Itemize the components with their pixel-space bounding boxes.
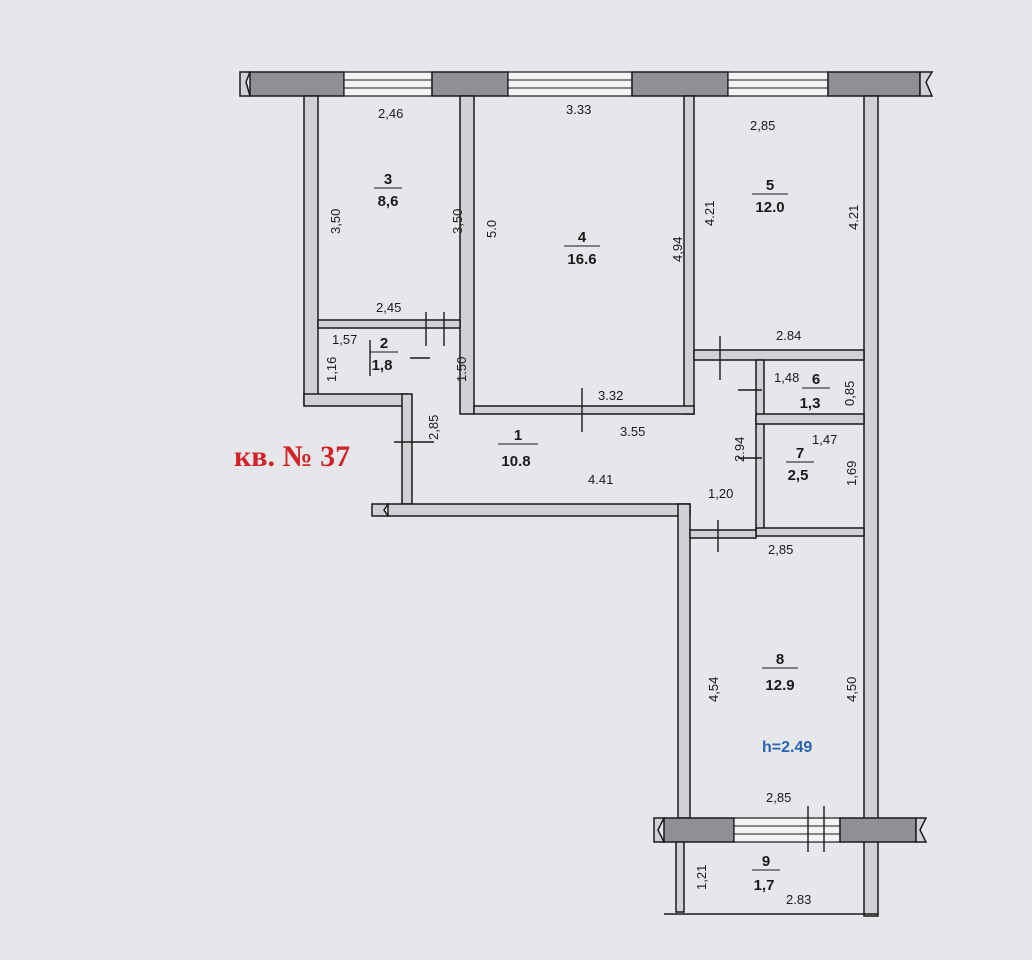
corridor-walls: [371, 503, 757, 819]
room-1-area: 10.8: [501, 453, 530, 470]
room-2-number: 2: [380, 335, 388, 352]
dim-r5-bottom: 2.84: [776, 328, 801, 343]
dim-r1-right: 2.94: [732, 437, 747, 462]
room-2-area: 1,8: [372, 357, 393, 374]
dim-r7-top: 1,47: [812, 432, 837, 447]
room-9-number: 9: [762, 853, 770, 870]
ceiling-height: h=2.49: [762, 739, 812, 756]
dim-r3-right: 3,50: [450, 209, 465, 234]
dim-r3-left: 3,50: [328, 209, 343, 234]
dim-r9-left: 1,21: [694, 865, 709, 890]
wall-3-2: [317, 319, 461, 329]
dim-corridor-width: 1,20: [708, 486, 733, 501]
dim-r8-right: 4,50: [844, 677, 859, 702]
room-7-area: 2,5: [788, 467, 809, 484]
right-exterior-wall: [863, 95, 879, 917]
dim-r7-right: 1,69: [844, 461, 859, 486]
dim-r2-right: 1.50: [454, 357, 469, 382]
wall-3-4: [459, 95, 475, 415]
room-5-number: 5: [766, 177, 774, 194]
dim-r4-right: 4,94: [670, 237, 685, 262]
dim-r5-right: 4.21: [846, 205, 861, 230]
room-7-number: 7: [796, 445, 804, 462]
dimension-labels: 2,46 3,50 3,50 2,45 3.33 5.0 4,94 3.32 2…: [324, 102, 861, 907]
dim-r8-bottom: 2,85: [766, 790, 791, 805]
dim-r8-left: 4,54: [706, 677, 721, 702]
room5-bottom-wall: [693, 349, 865, 361]
room-4-area: 16.6: [567, 251, 596, 268]
dim-r2-left: 1,16: [324, 357, 339, 382]
dim-r1-left: 2,85: [426, 415, 441, 440]
room-labels: 3 8,6 4 16.6 5 12.0 2 1,8 1 10.8 6 1,3 7…: [370, 171, 830, 894]
top-exterior-wall: [239, 71, 934, 97]
dim-r2-top: 1,57: [332, 332, 357, 347]
dim-r6-top: 1,48: [774, 370, 799, 385]
dim-r3-bottom: 2,45: [376, 300, 401, 315]
wall-4-5: [683, 95, 695, 415]
dim-r6-right: 0,85: [842, 381, 857, 406]
room-6-area: 1,3: [800, 395, 821, 412]
dim-r1-bottom: 4.41: [588, 472, 613, 487]
room-8-number: 8: [776, 651, 784, 668]
room-9-area: 1,7: [754, 877, 775, 894]
room-5-area: 12.0: [755, 199, 784, 216]
apartment-label: кв. № 37: [234, 440, 350, 473]
room-6-number: 6: [812, 371, 820, 388]
balcony-wall: [653, 806, 928, 915]
room-4-number: 4: [578, 229, 587, 246]
dim-r4-left: 5.0: [484, 220, 499, 238]
dim-r4-bottom: 3.32: [598, 388, 623, 403]
room-8-area: 12.9: [765, 677, 794, 694]
room-1-number: 1: [514, 427, 522, 444]
room-3-area: 8,6: [378, 193, 399, 210]
dim-r8-top: 2,85: [768, 542, 793, 557]
dim-r3-top: 2,46: [378, 106, 403, 121]
dim-r1-top: 3.55: [620, 424, 645, 439]
dim-r9-bottom: 2.83: [786, 892, 811, 907]
dim-r5-left: 4.21: [702, 201, 717, 226]
room-3-number: 3: [384, 171, 392, 188]
dim-r4-top: 3.33: [566, 102, 591, 117]
room4-bottom-wall: [473, 405, 695, 415]
dim-r5-top: 2,85: [750, 118, 775, 133]
